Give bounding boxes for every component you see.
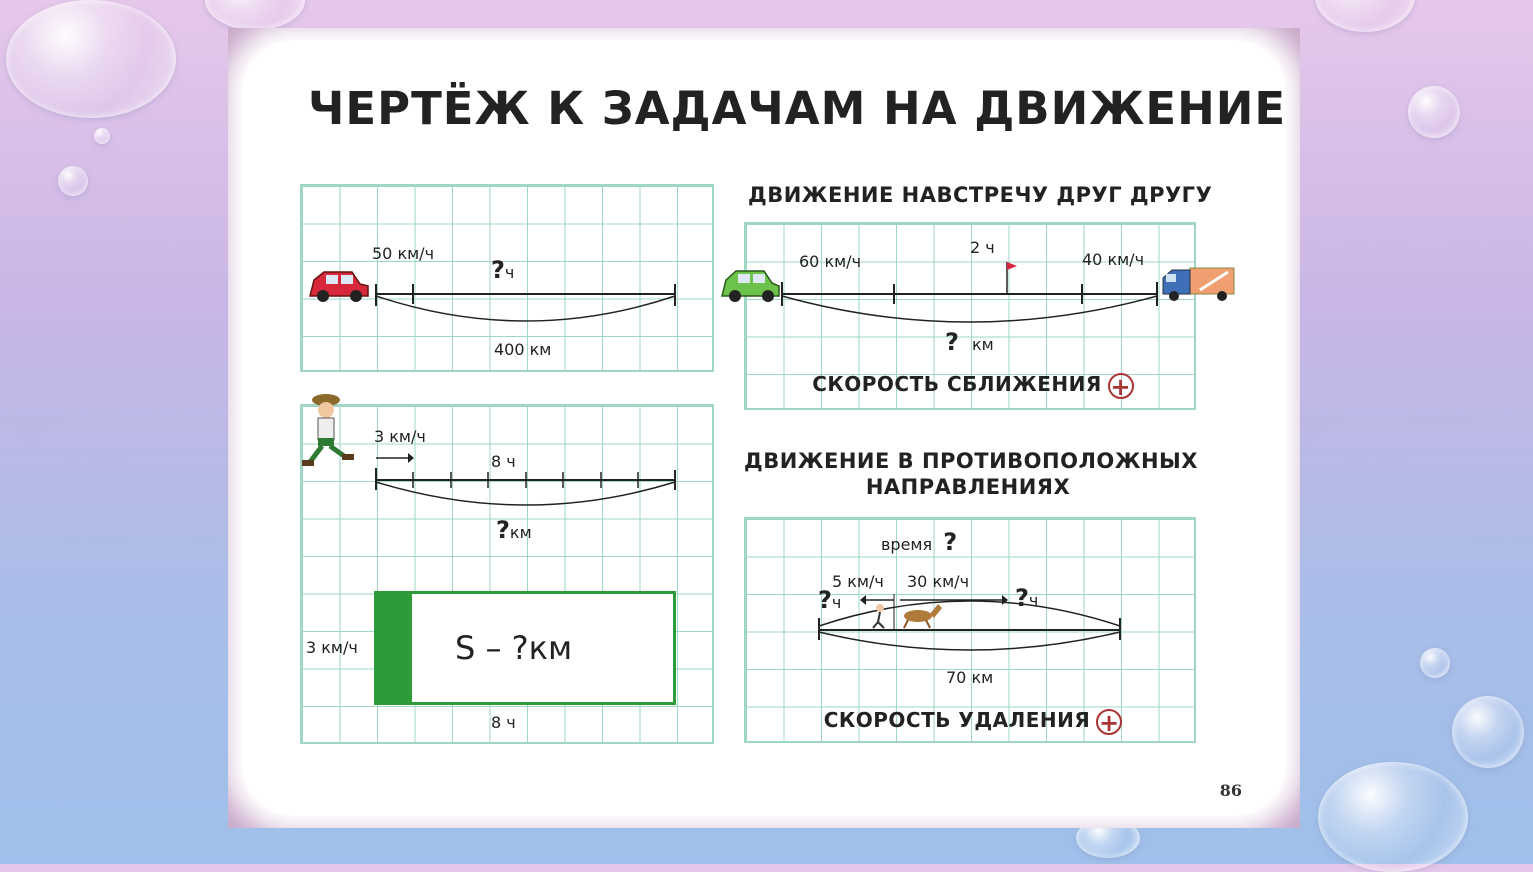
bubble-decoration bbox=[1420, 648, 1450, 678]
bubble-decoration bbox=[205, 0, 305, 30]
bubble-decoration bbox=[94, 128, 110, 144]
time-question-mark: ? bbox=[943, 528, 957, 556]
question-unit: ч bbox=[1029, 591, 1038, 610]
diagram-5-footer: СКОРОСТЬ УДАЛЕНИЯ+ bbox=[748, 708, 1198, 735]
bubble-decoration bbox=[1315, 0, 1415, 32]
walker-icon bbox=[873, 604, 884, 628]
plus-icon: + bbox=[1096, 709, 1122, 735]
question-mark: ? bbox=[818, 586, 832, 614]
bubble-decoration bbox=[58, 166, 88, 196]
bubble-decoration bbox=[1408, 86, 1460, 138]
bubble-decoration bbox=[6, 0, 176, 118]
horse-icon bbox=[904, 604, 942, 628]
diagram-5-distance: 70 км bbox=[946, 668, 993, 687]
diagram-5-question-right: ?ч bbox=[1015, 584, 1038, 612]
bubble-decoration bbox=[1318, 762, 1468, 872]
bubble-decoration bbox=[1452, 696, 1524, 768]
page-number: 86 bbox=[1220, 781, 1242, 800]
question-unit: ч bbox=[832, 593, 841, 612]
separation-speed-label: СКОРОСТЬ УДАЛЕНИЯ bbox=[824, 708, 1091, 732]
diagram-5-time-label: время ? bbox=[881, 528, 957, 556]
question-mark: ? bbox=[1015, 584, 1029, 612]
textbook-page: ЧЕРТЁЖ К ЗАДАЧАМ НА ДВИЖЕНИЕ 50 км/ч ?ч … bbox=[228, 28, 1300, 828]
diagram-5-question-left: ?ч bbox=[818, 586, 841, 614]
time-word: время bbox=[881, 535, 932, 554]
diagram-5-speed-right: 30 км/ч bbox=[907, 572, 969, 591]
